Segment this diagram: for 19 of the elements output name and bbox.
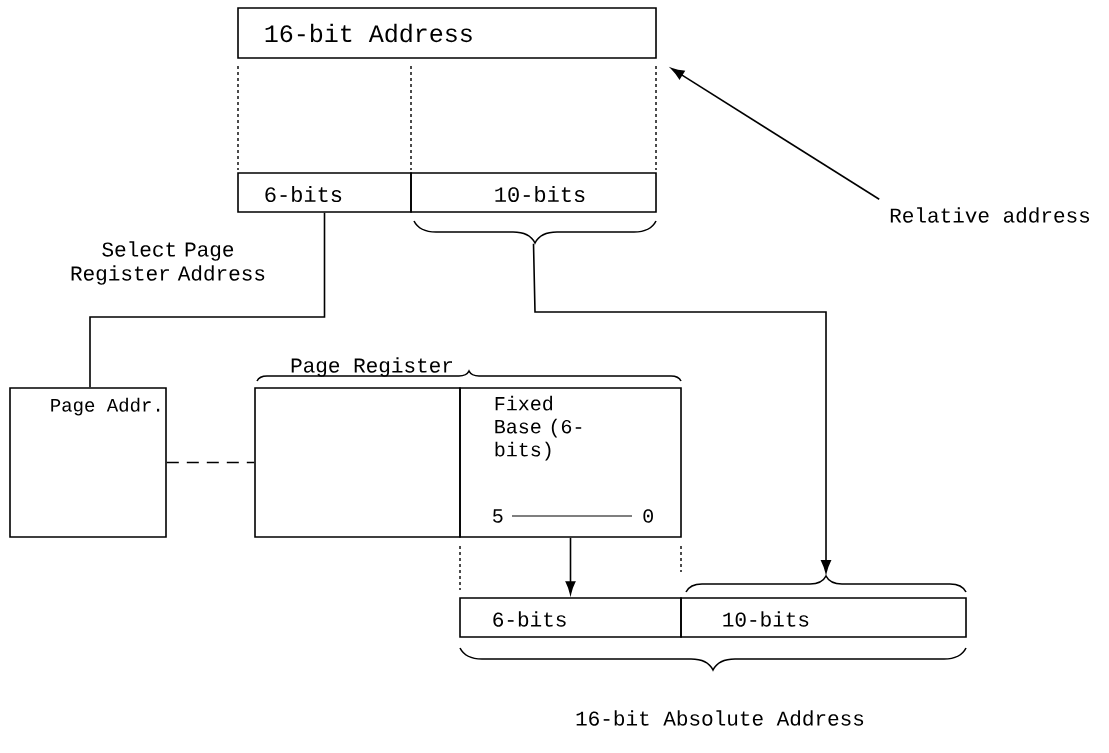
label-text: 10-bits: [723, 611, 809, 627]
label-text: 10-bits: [495, 185, 585, 203]
label-text: 6-bits: [265, 185, 342, 203]
connector: [166, 461, 255, 464]
connector: [89, 212, 326, 388]
register-box: [254, 387, 461, 538]
label-text: Fixed Base (6-bits): [495, 395, 582, 461]
edge-label: Select Page Register Address: [71, 241, 265, 285]
label-text: Page Addr.: [51, 397, 160, 416]
label-text: 16-bit Absolute Address: [576, 710, 864, 726]
connector: [671, 67, 880, 200]
label-text: Page Register: [291, 357, 452, 377]
label-text: Relative address: [890, 207, 1090, 223]
connector: [565, 537, 576, 595]
connector: [532, 243, 831, 574]
label-text: 5: [493, 509, 503, 523]
label-text: 0: [643, 509, 653, 523]
label-text: 6-bits: [493, 611, 566, 627]
label-text: 16-bit Address: [265, 23, 472, 43]
